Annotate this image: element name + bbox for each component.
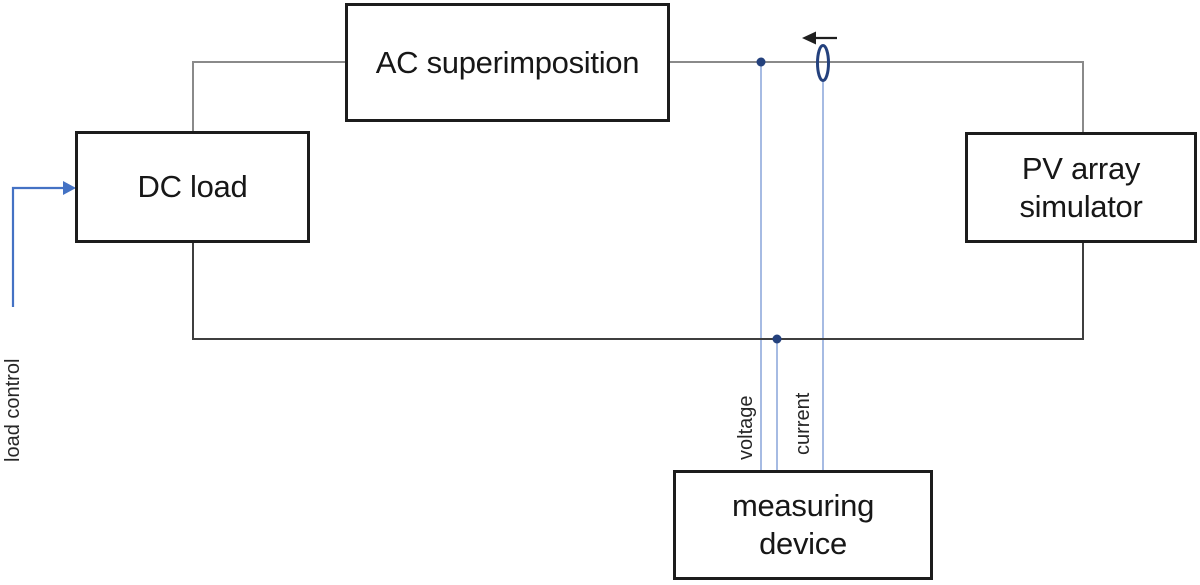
load-control-arrow-icon <box>11 181 76 307</box>
connection-node-top-icon <box>756 57 766 67</box>
dc-load-box: DC load <box>75 131 310 243</box>
pv-array-simulator-label-line1: PV array <box>1021 150 1141 186</box>
ac-superimposition-box: AC superimposition <box>345 3 670 122</box>
current-direction-arrow-icon <box>802 31 837 45</box>
voltage-label: voltage <box>735 395 757 461</box>
load-control-arrow-head <box>63 181 76 195</box>
connection-node-bottom-icon <box>772 334 782 344</box>
current-label: current <box>792 392 814 455</box>
current-transformer-icon <box>816 44 830 82</box>
wire-ac-superimposition-to-pv-simulator <box>670 61 1084 132</box>
measuring-device-label-line1: measuring <box>731 488 875 524</box>
pv-array-simulator-box: PV array simulator <box>965 132 1197 243</box>
pv-array-simulator-label-line2: simulator <box>1019 188 1143 224</box>
load-control-arrow-shaft <box>11 186 64 307</box>
wire-dc-load-to-ac-superimposition <box>192 61 345 131</box>
wire-bottom-return <box>192 243 1084 340</box>
ac-superimposition-label: AC superimposition <box>375 44 640 80</box>
dc-load-label: DC load <box>137 169 248 205</box>
load-control-label: load control <box>2 358 24 462</box>
measuring-device-box: measuring device <box>673 470 933 580</box>
current-direction-arrow-head <box>802 31 816 45</box>
measuring-device-label-line2: device <box>759 526 847 561</box>
